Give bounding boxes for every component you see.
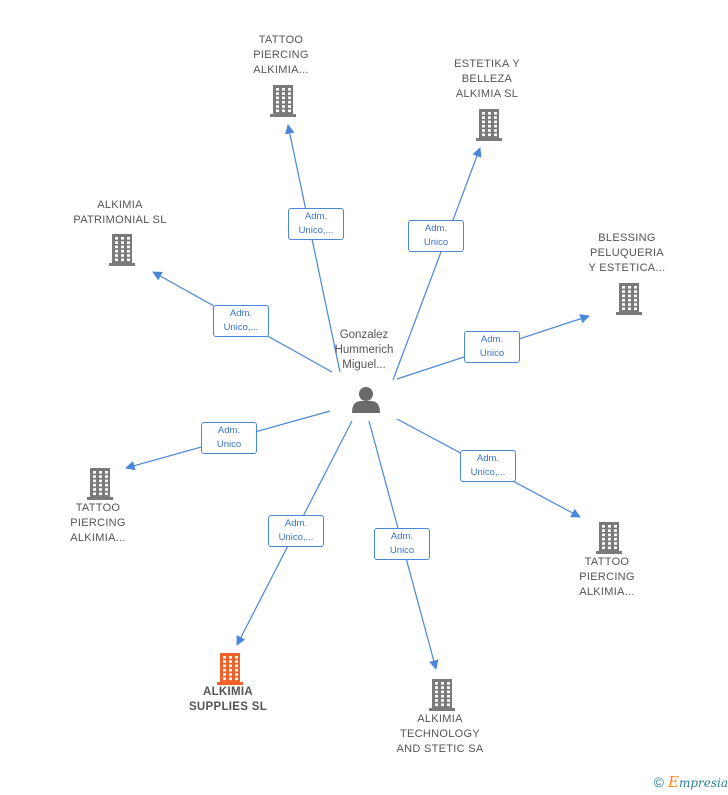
company-label-alkimia-supplies-line: ALKIMIA xyxy=(202,686,253,698)
edge-label-tattoo-top[interactable]: Adm. Unico,... xyxy=(288,208,344,240)
company-label-alkimia-technology: ALKIMIA TECHNOLOGY AND STETIC SA xyxy=(375,712,505,757)
building-icon-tattoo-right xyxy=(596,522,622,554)
company-label-alkimia-technology-line: ALKIMIA xyxy=(417,713,463,725)
building-icon-blessing xyxy=(616,283,642,315)
company-label-alkimia-technology-line: AND STETIC SA xyxy=(396,743,484,755)
edge-label-tattoo-right-line: Unico,... xyxy=(470,467,506,478)
edge-label-tattoo-left[interactable]: Adm. Unico xyxy=(201,422,257,454)
edge-label-tattoo-top-line: Adm. xyxy=(304,211,328,222)
copyright-symbol: © xyxy=(653,774,664,790)
company-label-blessing: BLESSING PELUQUERIA Y ESTETICA... xyxy=(572,231,682,276)
company-label-alkimia-patrimonial: ALKIMIA PATRIMONIAL SL xyxy=(60,198,180,228)
edge-label-blessing[interactable]: Adm. Unico xyxy=(464,331,520,363)
company-label-tattoo-left-line: TATTOO xyxy=(75,502,121,514)
edge-label-alkimia-supplies[interactable]: Adm. Unico,... xyxy=(268,515,324,547)
person-name-line: Miguel... xyxy=(342,359,386,371)
edge-label-estetika[interactable]: Adm. Unico xyxy=(408,220,464,252)
company-label-alkimia-supplies-line: SUPPLIES SL xyxy=(188,701,268,713)
company-label-tattoo-right-line: TATTOO xyxy=(584,556,630,568)
building-icon-tattoo-left xyxy=(87,468,113,500)
company-label-alkimia-patrimonial-line: ALKIMIA xyxy=(97,199,143,211)
edge-label-alkimia-patrimonial-line: Adm. xyxy=(229,308,253,319)
company-label-alkimia-patrimonial-line: PATRIMONIAL SL xyxy=(73,214,167,226)
edge-label-blessing-line: Unico xyxy=(479,348,505,359)
building-icon-alkimia-patrimonial xyxy=(109,234,135,266)
edge-label-alkimia-supplies-line: Adm. xyxy=(284,518,308,529)
edge-label-estetika-line: Unico xyxy=(423,237,449,248)
company-label-tattoo-top-line: TATTOO xyxy=(258,34,304,46)
edge-label-alkimia-technology[interactable]: Adm. Unico xyxy=(374,528,430,560)
company-label-alkimia-supplies: ALKIMIA SUPPLIES SL xyxy=(163,685,293,715)
icons-layer xyxy=(87,85,642,711)
building-icon-estetika xyxy=(476,109,502,141)
company-label-estetika: ESTETIKA Y BELLEZA ALKIMIA SL xyxy=(437,57,537,102)
company-label-tattoo-right: TATTOO PIERCING ALKIMIA... xyxy=(557,555,657,600)
edge-label-alkimia-patrimonial-line: Unico,... xyxy=(223,322,259,333)
edge-label-blessing-line: Adm. xyxy=(480,334,504,345)
company-label-tattoo-top: TATTOO PIERCING ALKIMIA... xyxy=(231,33,331,78)
company-label-alkimia-technology-line: TECHNOLOGY xyxy=(399,728,480,740)
person-name-line: Hummerich xyxy=(334,344,394,356)
building-icon-tattoo-top xyxy=(270,85,296,117)
person-name-line: Gonzalez xyxy=(339,329,389,341)
company-label-tattoo-top-line: ALKIMIA... xyxy=(253,64,309,76)
company-label-blessing-line: BLESSING xyxy=(598,232,656,244)
edge-label-tattoo-right-line: Adm. xyxy=(476,453,500,464)
edges-layer xyxy=(125,124,590,670)
edge-label-alkimia-technology-line: Unico xyxy=(389,545,415,556)
company-label-estetika-line: ALKIMIA SL xyxy=(455,88,519,100)
company-label-blessing-line: PELUQUERIA xyxy=(590,247,664,259)
edge-line-estetika xyxy=(392,147,482,381)
edge-label-tattoo-left-line: Unico xyxy=(216,439,242,450)
company-label-tattoo-left-line: PIERCING xyxy=(70,517,126,529)
company-label-tattoo-right-line: ALKIMIA... xyxy=(579,586,635,598)
brand-logo: Empresia xyxy=(667,773,728,791)
company-label-estetika-line: BELLEZA xyxy=(461,73,513,85)
building-icon-alkimia-technology xyxy=(429,679,455,711)
edge-label-tattoo-left-line: Adm. xyxy=(217,425,241,436)
edge-label-tattoo-top-line: Unico,... xyxy=(298,225,334,236)
edge-label-alkimia-supplies-line: Unico,... xyxy=(278,532,314,543)
company-label-blessing-line: Y ESTETICA... xyxy=(588,262,666,274)
edge-label-tattoo-right[interactable]: Adm. Unico,... xyxy=(460,450,516,482)
building-icon-alkimia-supplies xyxy=(217,653,243,685)
company-label-tattoo-right-line: PIERCING xyxy=(579,571,635,583)
edge-label-estetika-line: Adm. xyxy=(424,223,448,234)
footer-brand: ©Empresia xyxy=(654,773,728,791)
company-label-tattoo-left-line: ALKIMIA... xyxy=(70,532,126,544)
company-label-estetika-line: ESTETIKA Y xyxy=(454,58,520,70)
company-label-tattoo-top-line: PIERCING xyxy=(253,49,309,61)
edge-line-tattoo-top xyxy=(285,124,341,373)
person-icon xyxy=(352,387,380,413)
company-label-tattoo-left: TATTOO PIERCING ALKIMIA... xyxy=(48,501,148,546)
edge-label-alkimia-patrimonial[interactable]: Adm. Unico,... xyxy=(213,305,269,337)
edge-label-alkimia-technology-line: Adm. xyxy=(390,531,414,542)
